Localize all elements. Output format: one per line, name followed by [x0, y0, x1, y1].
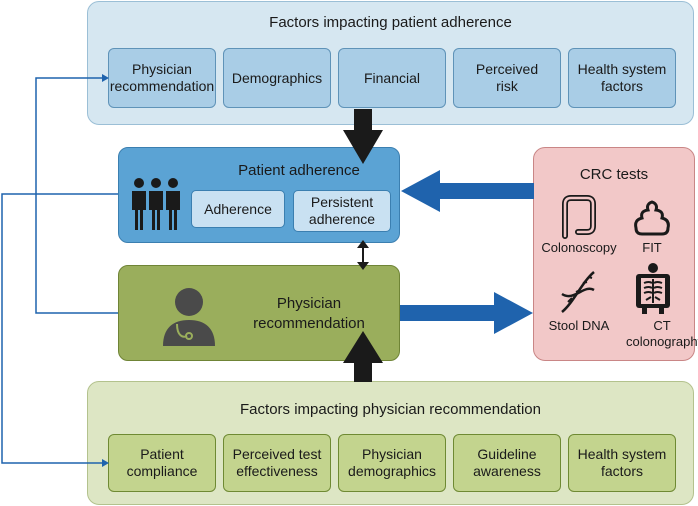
- factor-health-system: Health system factors: [568, 48, 676, 108]
- physician-recommendation-factors-panel: Factors impacting physician recommendati…: [87, 381, 694, 505]
- physician-recommendation-box: Physician recommendation: [118, 265, 400, 361]
- stool-icon: [634, 200, 670, 236]
- factor-physician-demographics: Physician demographics: [338, 434, 446, 492]
- people-group-icon: [132, 178, 180, 230]
- factor-guideline-awareness: Guideline awareness: [453, 434, 561, 492]
- physician-recommendation-label: Physician recommendation: [253, 295, 365, 332]
- colonoscopy-label: Colonoscopy: [541, 240, 617, 255]
- colon-icon: [562, 195, 596, 239]
- persistent-adherence-chip: Persistent adherence: [293, 190, 391, 232]
- factor-physician-recommendation: Physician recommendation: [108, 48, 216, 108]
- patient-adherence-factors-title: Factors impacting patient adherence: [269, 14, 512, 31]
- factor-demographics: Demographics: [223, 48, 331, 108]
- dna-icon: [561, 271, 595, 313]
- factor-perceived-test-effectiveness: Perceived test effectiveness: [223, 434, 331, 492]
- ct-colonography-label: CT colonography: [626, 318, 698, 349]
- patient-adherence-factors-panel: Factors impacting patient adherence Phys…: [87, 1, 694, 125]
- adherence-chip: Adherence: [191, 190, 285, 228]
- factor-financial: Financial: [338, 48, 446, 108]
- arrow-physician-to-crc: [400, 292, 533, 334]
- physician-icon: [163, 288, 215, 346]
- crc-tests-box: CRC tests Colonoscopy FIT Stool DNA CT c…: [533, 147, 698, 361]
- factor-perceived-risk: Perceived risk: [453, 48, 561, 108]
- patient-adherence-title: Patient adherence: [238, 162, 360, 179]
- crc-tests-title: CRC tests: [579, 166, 649, 183]
- fit-label: FIT: [642, 240, 662, 255]
- factor-health-system-physician: Health system factors: [568, 434, 676, 492]
- arrow-crc-to-adherence: [401, 170, 534, 212]
- patient-adherence-box: Patient adherence Adherence Persistent a…: [118, 147, 400, 243]
- ct-scan-icon: [636, 263, 670, 314]
- stool-dna-label: Stool DNA: [548, 318, 610, 333]
- factor-patient-compliance: Patient compliance: [108, 434, 216, 492]
- physician-recommendation-factors-title: Factors impacting physician recommendati…: [240, 401, 541, 418]
